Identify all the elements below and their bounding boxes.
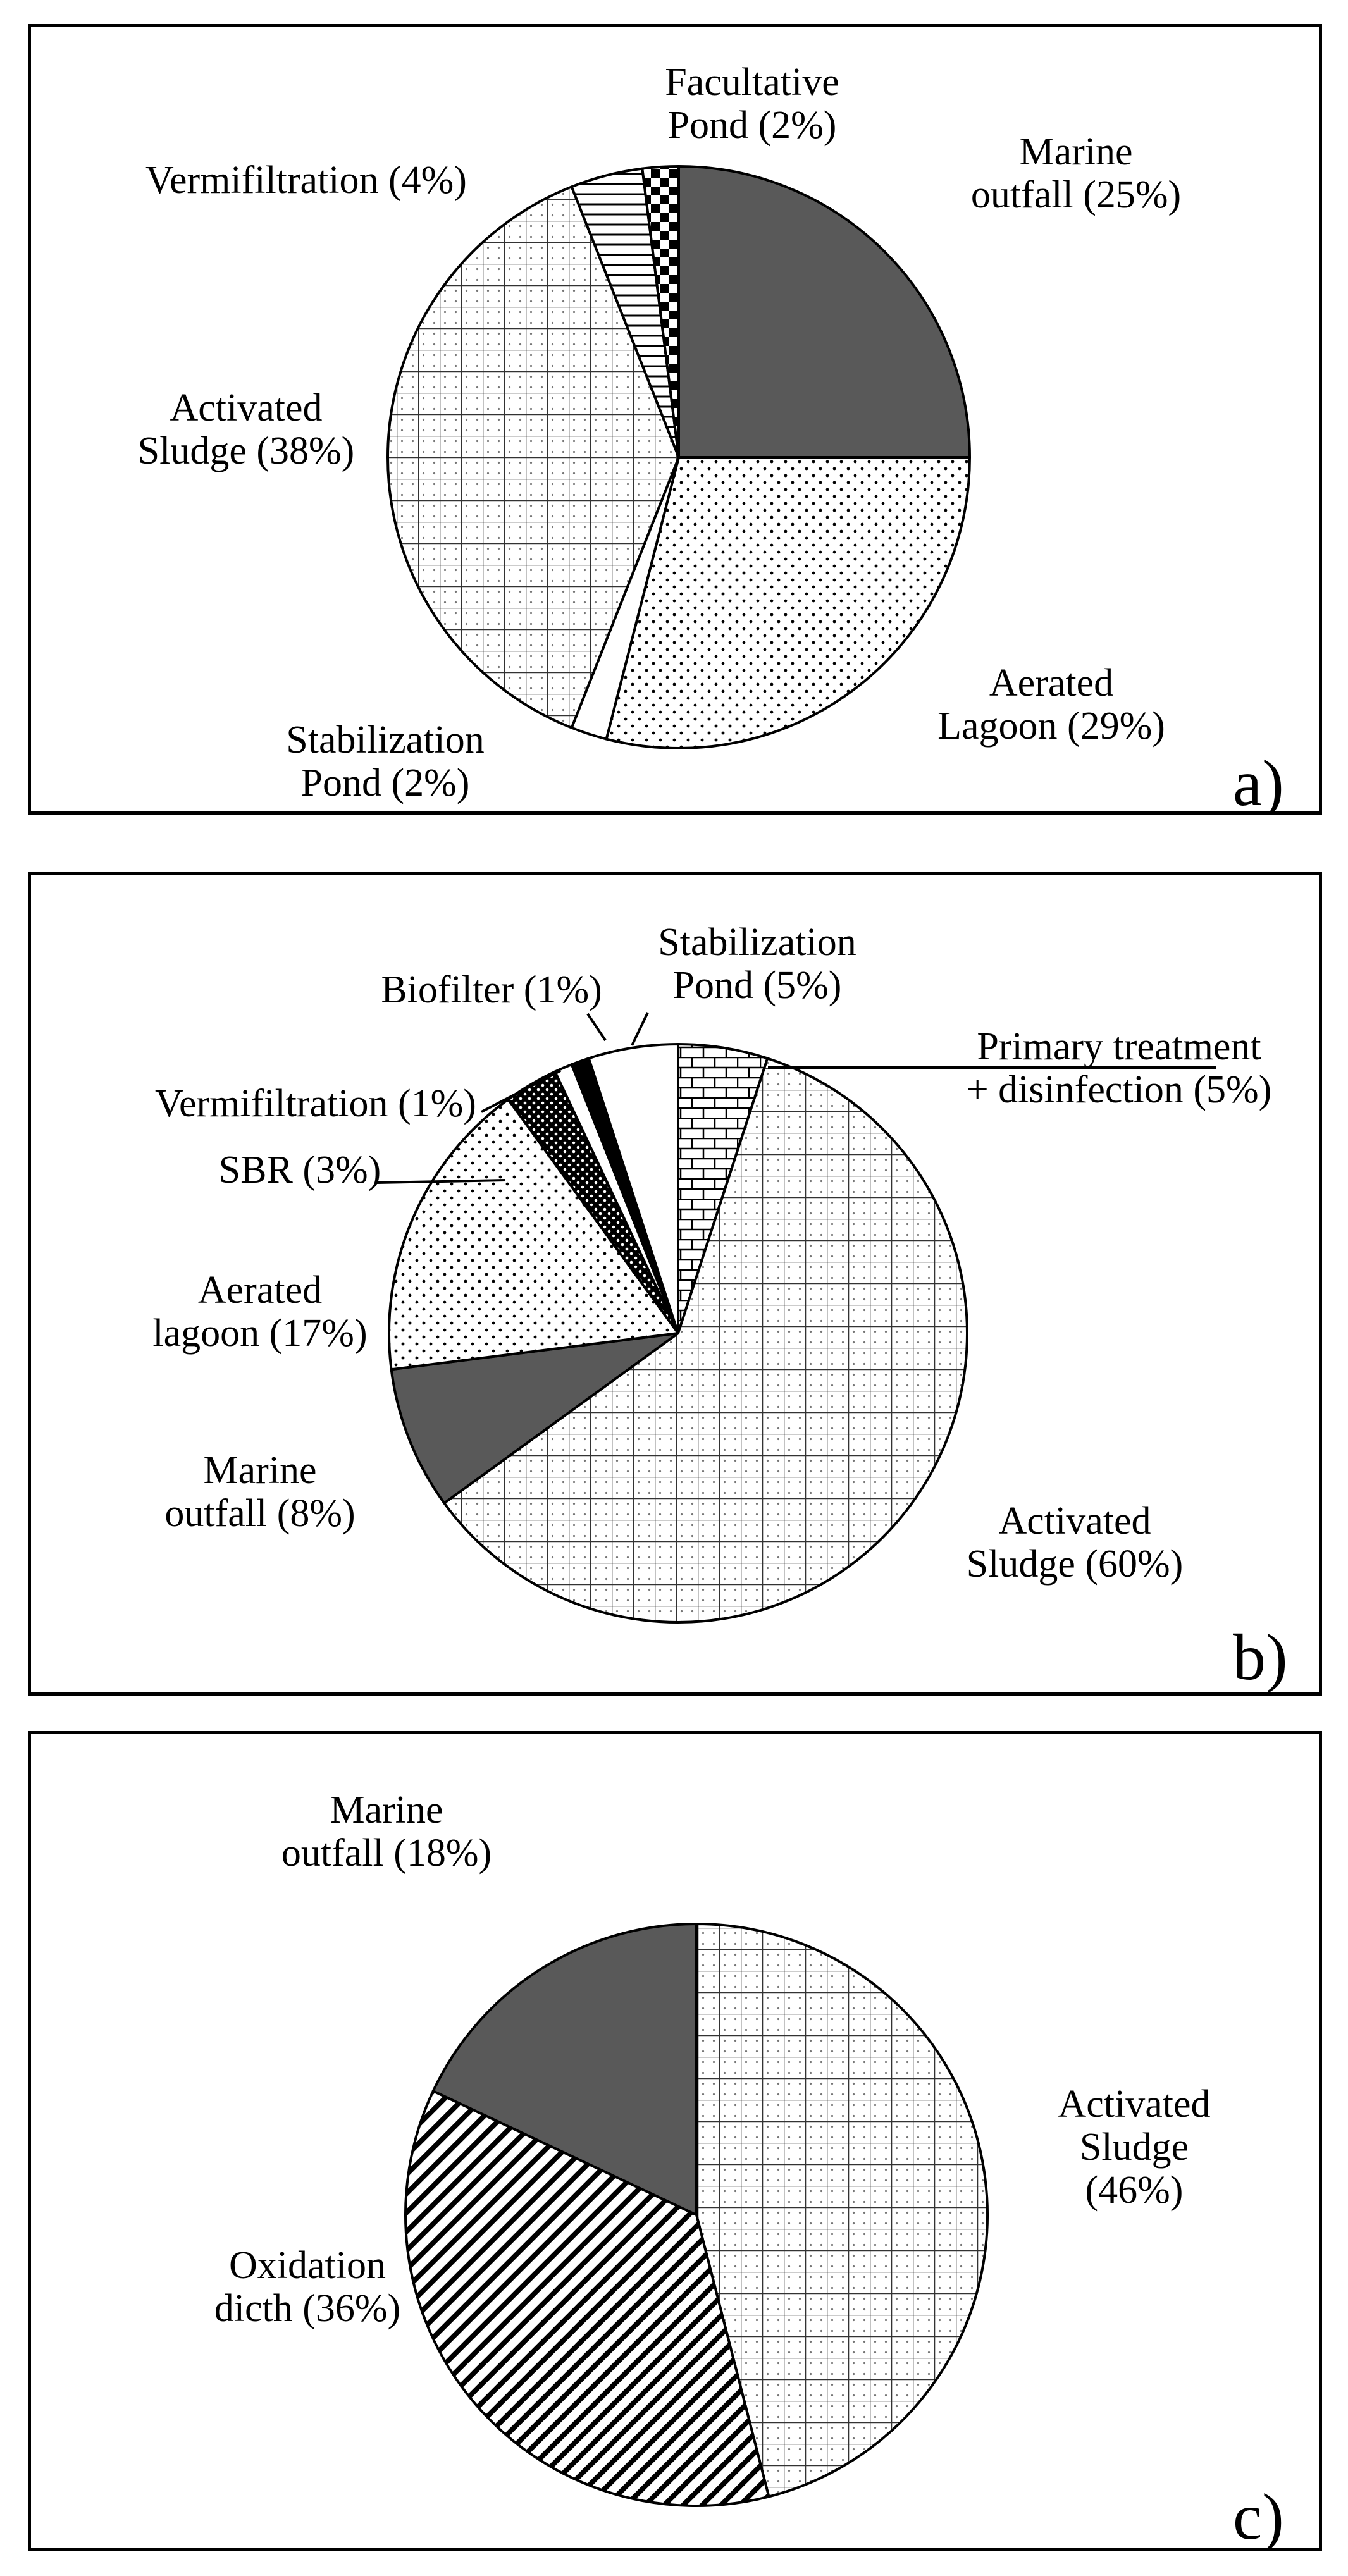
panel-label-a: a) (1233, 747, 1284, 811)
pie-slices (388, 1043, 968, 1624)
panel-label-b: b) (1233, 1621, 1288, 1692)
pie-chart-b: b) Primary treatment+ disinfection (5%) A… (28, 872, 1322, 1696)
slice-aerated-lagoon (388, 1098, 679, 1371)
slice-marine-outfall (431, 1923, 698, 2216)
leader-line (631, 1012, 649, 1046)
slice-marine-outfall (677, 165, 971, 459)
slice-activated-sludge (386, 185, 680, 729)
slice-stabilization-pond (587, 1043, 679, 1334)
slice-activated-sludge (695, 1923, 989, 2498)
panel-label-c: c) (1233, 2480, 1284, 2548)
slice-activated-sludge (443, 1057, 968, 1624)
label-primary-treatment-disinfection: Primary treatment+ disinfection (5%) (967, 1025, 1272, 1111)
leader-line (586, 1013, 607, 1042)
slice-oxidation-dicth (404, 2090, 770, 2507)
slice-aerated-lagoon (605, 456, 971, 749)
label-biofilter: Biofilter (1%) (381, 968, 602, 1011)
label-sbr: SBR (3%) (219, 1149, 381, 1192)
slice-facultative-pond (641, 165, 680, 459)
pie-slices (404, 1923, 989, 2507)
leader-line (376, 1179, 506, 1184)
pie-slices (386, 165, 971, 749)
pie-chart-b-svg: b) Primary treatment+ disinfection (5%) A… (152, 921, 1288, 1692)
label-vermifiltration: Vermifiltration (1%) (155, 1082, 476, 1125)
label-vermifiltration: Vermifiltration (4%) (145, 159, 467, 202)
leader-line (481, 1069, 561, 1113)
slice-marine-outfall (390, 1332, 679, 1505)
